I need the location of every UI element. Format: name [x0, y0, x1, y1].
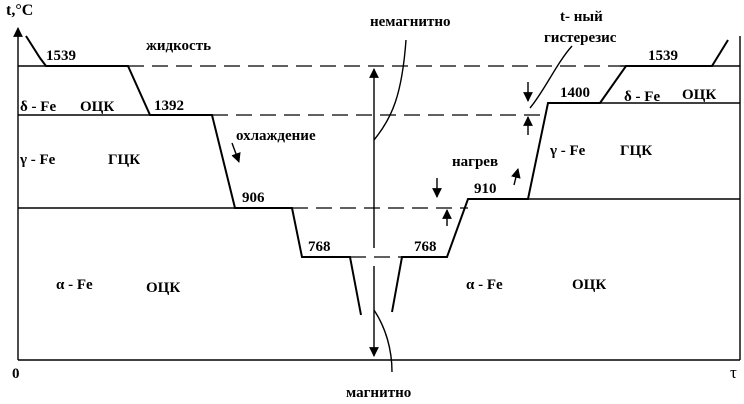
temp-1400: 1400 — [560, 85, 590, 101]
heating-curve — [391, 39, 729, 313]
temp-768-left: 768 — [308, 239, 331, 255]
alpha-lattice-right: ОЦК — [572, 277, 606, 293]
gamma-fe-right: γ - Fe — [549, 143, 586, 159]
heating-label: нагрев — [452, 154, 498, 170]
alpha-fe-right: α - Fe — [466, 277, 503, 293]
delta-lattice-left: ОЦК — [80, 99, 114, 115]
magnetic-leader — [373, 309, 393, 373]
nonmagnetic-label: немагнитно — [370, 14, 451, 30]
magnetic-label: магнитно — [346, 385, 411, 401]
x-axis-label: τ — [730, 363, 737, 382]
hysteresis-label-1: t- ный — [560, 9, 603, 25]
delta-fe-left: δ - Fe — [20, 99, 56, 115]
hysteresis-label-2: гистерезис — [544, 30, 617, 46]
heating-arrow — [511, 168, 521, 186]
origin-label: 0 — [12, 366, 20, 382]
temp-1392: 1392 — [154, 98, 184, 114]
alpha-lattice-left: ОЦК — [146, 280, 180, 296]
gamma-fe-left: γ - Fe — [19, 152, 56, 168]
cooling-curve — [25, 35, 362, 316]
hysteresis-leader — [529, 45, 573, 109]
nonmagnetic-leader — [373, 39, 407, 141]
delta-lattice-right: ОЦК — [682, 87, 716, 103]
alpha-fe-left: α - Fe — [56, 277, 93, 293]
liquid-label: жидкость — [146, 38, 211, 54]
gamma-lattice-left: ГЦК — [108, 152, 140, 168]
temp-910: 910 — [474, 181, 497, 197]
gamma-lattice-right: ГЦК — [620, 143, 652, 159]
cooling-arrow — [231, 142, 241, 163]
y-axis-label: t,°C — [6, 2, 33, 19]
temp-1539-left: 1539 — [46, 48, 76, 64]
delta-fe-right: δ - Fe — [624, 89, 660, 105]
temp-768-right: 768 — [414, 239, 437, 255]
temp-906: 906 — [242, 190, 265, 206]
cooling-label: охлаждение — [236, 128, 316, 144]
temp-1539-right: 1539 — [648, 48, 678, 64]
